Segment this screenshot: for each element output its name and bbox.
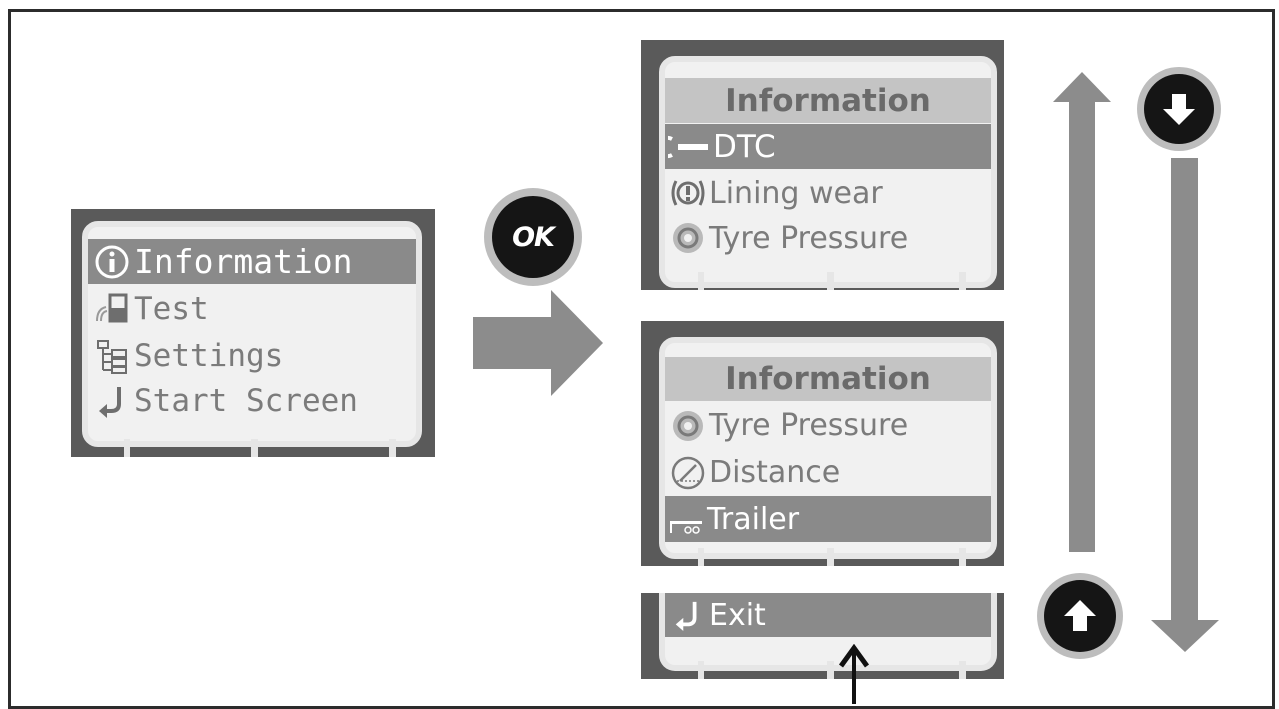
lining-wear-icon (669, 175, 707, 211)
gauge-icon (669, 455, 707, 491)
main-menu-lcd: Information Test (82, 221, 422, 447)
menu-item-label: Test (134, 291, 209, 327)
softkey[interactable] (251, 439, 258, 457)
trailer-icon (667, 501, 705, 537)
menu-item-distance[interactable]: Distance (665, 450, 991, 495)
menu-item-tyre-pressure[interactable]: Tyre Pressure (665, 216, 991, 260)
tyre-icon (669, 220, 707, 256)
test-icon (92, 291, 132, 327)
softkey[interactable] (698, 661, 704, 679)
arrow-down-icon (1163, 94, 1195, 125)
scroll-down-arrow (1151, 158, 1219, 652)
info-top-lcd: Information DTC Lining wear (659, 56, 997, 288)
softkey[interactable] (959, 548, 966, 566)
screen-title: Information (665, 78, 991, 123)
info-bottom-device: Information Tyre Pressure Distance (641, 321, 1004, 566)
return-icon (92, 384, 132, 418)
return-icon (669, 599, 707, 631)
tyre-icon (669, 408, 707, 444)
menu-item-label: Trailer (707, 501, 800, 537)
softkey[interactable] (959, 272, 966, 290)
menu-item-label: Start Screen (134, 383, 358, 419)
exit-device: Exit (641, 593, 1004, 679)
softkey[interactable] (389, 439, 396, 457)
menu-item-dtc[interactable]: DTC (665, 124, 991, 169)
menu-item-label: Settings (134, 337, 284, 374)
menu-item-start-screen[interactable]: Start Screen (88, 379, 416, 423)
menu-item-lining-wear[interactable]: Lining wear (665, 171, 991, 215)
enter-arrow (473, 290, 603, 396)
softkey[interactable] (959, 661, 966, 679)
info-icon (92, 244, 132, 280)
menu-item-exit[interactable]: Exit (665, 593, 991, 637)
ok-button[interactable]: OK (484, 188, 582, 286)
menu-item-label: Distance (709, 455, 841, 490)
pointer-arrow (838, 644, 870, 704)
scroll-up-arrow (1053, 72, 1111, 552)
menu-item-trailer[interactable]: Trailer (665, 496, 991, 542)
softkey[interactable] (827, 661, 834, 679)
softkey[interactable] (827, 272, 834, 290)
arrow-up-button[interactable] (1037, 573, 1123, 659)
menu-item-test[interactable]: Test (88, 287, 416, 331)
softkey[interactable] (124, 439, 130, 457)
menu-item-label: Tyre Pressure (709, 408, 909, 443)
arrow-up-icon (1064, 600, 1096, 631)
exit-lcd: Exit (659, 593, 997, 671)
menu-item-label: DTC (713, 128, 776, 165)
softkey[interactable] (698, 272, 704, 290)
menu-item-label: Information (134, 242, 353, 281)
menu-item-label: Exit (709, 597, 766, 633)
menu-item-label: Lining wear (709, 175, 883, 211)
main-menu-device: Information Test (71, 209, 435, 457)
info-top-device: Information DTC Lining wear (641, 40, 1004, 290)
menu-item-information[interactable]: Information (88, 239, 416, 284)
settings-tree-icon (92, 338, 132, 374)
info-bottom-lcd: Information Tyre Pressure Distance (659, 337, 997, 559)
softkey[interactable] (698, 548, 704, 566)
arrow-down-button[interactable] (1137, 67, 1221, 151)
softkey[interactable] (827, 548, 834, 566)
menu-item-tyre-pressure[interactable]: Tyre Pressure (665, 403, 991, 448)
menu-item-label: Tyre Pressure (709, 220, 909, 256)
screen-title: Information (665, 357, 991, 401)
ok-button-label: OK (512, 221, 555, 253)
menu-item-settings[interactable]: Settings (88, 333, 416, 378)
wrench-icon (667, 132, 711, 162)
